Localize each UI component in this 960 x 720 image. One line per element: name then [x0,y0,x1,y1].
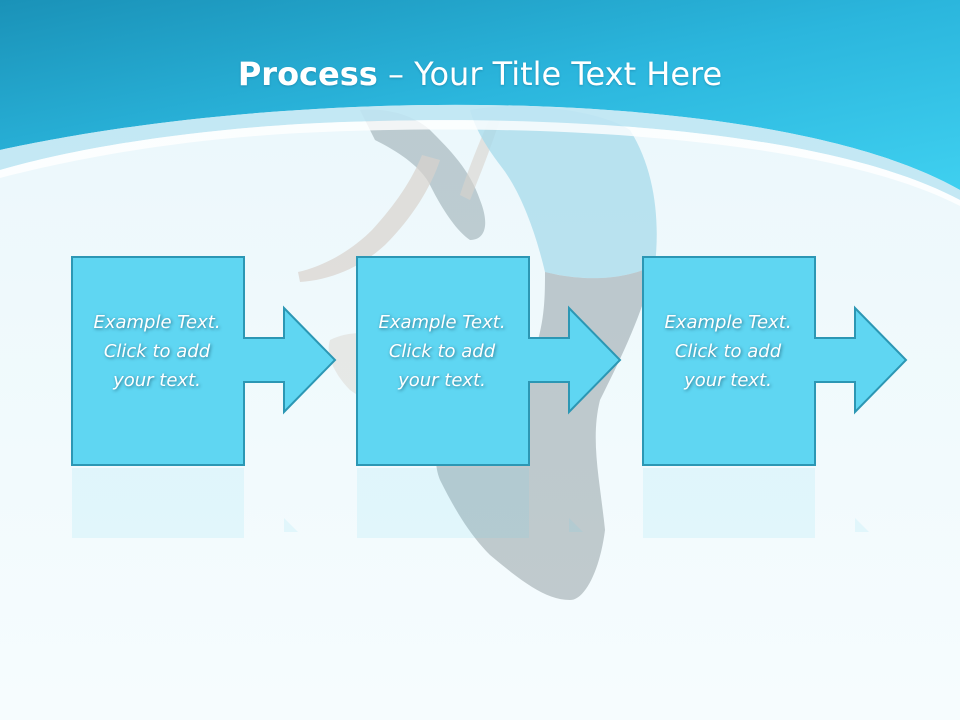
step-3-text[interactable]: Example Text. Click to add your text. [642,308,814,395]
step-3-line-3: your text. [684,370,772,391]
step-2-line-1: Example Text. [378,312,506,333]
step-1-text[interactable]: Example Text. Click to add your text. [71,308,243,395]
step-3-line-1: Example Text. [664,312,792,333]
step-2-line-2: Click to add [388,341,496,362]
step-1-line-3: your text. [113,370,201,391]
step-1-line-2: Click to add [103,341,211,362]
step-2-shape [356,256,622,538]
title-rest: Your Title Text Here [414,55,723,93]
process-step-2[interactable]: Example Text. Click to add your text. [356,256,686,538]
step-1-shape [71,256,337,538]
step-2-line-3: your text. [398,370,486,391]
step-2-text[interactable]: Example Text. Click to add your text. [356,308,528,395]
process-step-3[interactable]: Example Text. Click to add your text. [642,256,960,538]
slide-title[interactable]: Process – Your Title Text Here [0,52,960,96]
step-1-line-1: Example Text. [93,312,221,333]
process-step-1[interactable]: Example Text. Click to add your text. [71,256,401,538]
title-bold-word: Process [237,55,378,93]
jumping-woman-photo [298,106,657,600]
title-separator: – [377,55,415,93]
step-3-line-2: Click to add [674,341,782,362]
step-3-shape [642,256,908,538]
